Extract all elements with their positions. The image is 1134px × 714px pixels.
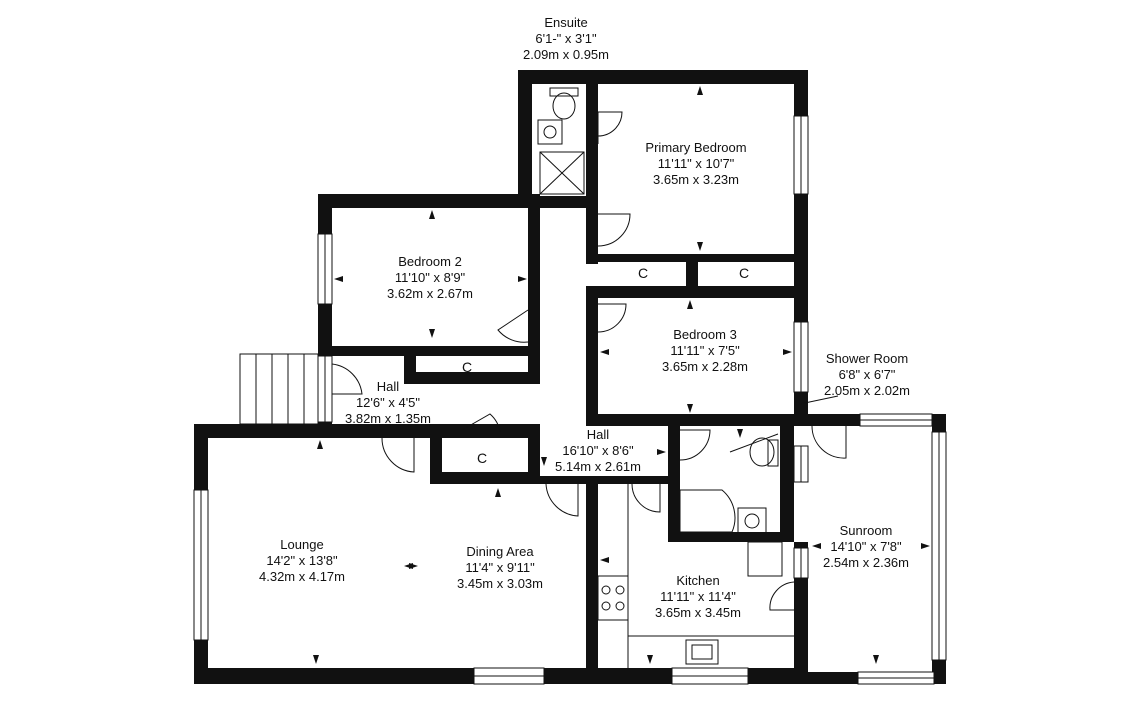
windows <box>193 115 947 685</box>
room-imperial: 14'10" x 7'8" <box>830 539 902 554</box>
room-metric: 3.45m x 3.03m <box>457 576 543 591</box>
room-label-dining-area: Dining Area 11'4" x 9'11" 3.45m x 3.03m <box>457 544 543 592</box>
room-label-hall-left: Hall 12'6" x 4'5" 3.82m x 1.35m <box>345 379 431 427</box>
room-metric: 3.82m x 1.35m <box>345 411 431 426</box>
room-name: Kitchen <box>676 573 720 588</box>
closet-label-primary-left: C <box>637 265 649 281</box>
room-name: Primary Bedroom <box>645 140 747 155</box>
room-imperial: 6'8" x 6'7" <box>838 367 896 382</box>
closet-label-bedroom-2: C <box>461 359 473 375</box>
room-imperial: 6'1-" x 3'1" <box>535 31 597 46</box>
room-metric: 2.54m x 2.36m <box>823 555 909 570</box>
room-imperial: 14'2" x 13'8" <box>266 553 338 568</box>
room-metric: 4.32m x 4.17m <box>259 569 345 584</box>
room-imperial: 11'11" x 11'4" <box>660 589 736 604</box>
room-imperial: 11'10" x 8'9" <box>394 270 466 285</box>
room-label-sunroom: Sunroom 14'10" x 7'8" 2.54m x 2.36m <box>823 523 909 571</box>
shower-room-fixtures <box>679 433 783 577</box>
room-label-bedroom-2: Bedroom 2 11'10" x 8'9" 3.62m x 2.67m <box>387 254 473 302</box>
room-label-hall-center: Hall 16'10" x 8'6" 5.14m x 2.61m <box>555 427 641 475</box>
room-label-bedroom-3: Bedroom 3 11'11" x 7'5" 3.65m x 2.28m <box>662 327 748 375</box>
room-metric: 3.65m x 3.45m <box>655 605 741 620</box>
room-name: Lounge <box>280 537 324 552</box>
room-name: Bedroom 2 <box>398 254 462 269</box>
room-name: Hall <box>376 379 400 394</box>
room-imperial: 11'11" x 10'7" <box>657 156 735 171</box>
room-label-primary-bedroom: Primary Bedroom 11'11" x 10'7" 3.65m x 3… <box>645 140 746 188</box>
room-name: Hall <box>586 427 610 442</box>
entrance-steps <box>239 353 319 425</box>
room-name: Ensuite <box>544 15 588 30</box>
room-label-shower-room: Shower Room 6'8" x 6'7" 2.05m x 2.02m <box>824 351 910 399</box>
room-metric: 3.62m x 2.67m <box>387 286 473 301</box>
room-name: Shower Room <box>825 351 909 366</box>
room-metric: 3.65m x 3.23m <box>652 172 739 187</box>
room-metric: 5.14m x 2.61m <box>555 459 641 474</box>
ensuite-fixtures <box>537 87 585 195</box>
room-imperial: 11'11" x 7'5" <box>670 343 740 358</box>
room-name: Bedroom 3 <box>673 327 737 342</box>
room-imperial: 11'4" x 9'11" <box>465 560 535 575</box>
doors <box>331 111 847 611</box>
sliding-doors <box>420 259 794 356</box>
kitchen-fixtures <box>597 484 794 668</box>
room-label-lounge: Lounge 14'2" x 13'8" 4.32m x 4.17m <box>259 537 345 585</box>
room-label-ensuite: Ensuite 6'1-" x 3'1" 2.09m x 0.95m <box>523 15 609 63</box>
room-metric: 2.05m x 2.02m <box>824 383 910 398</box>
room-name: Sunroom <box>839 523 893 538</box>
room-name: Dining Area <box>466 544 534 559</box>
closet-label-primary-right: C <box>738 265 750 281</box>
shower-room-leader <box>799 395 839 405</box>
room-metric: 3.65m x 2.28m <box>662 359 748 374</box>
room-imperial: 12'6" x 4'5" <box>355 395 421 410</box>
room-imperial: 16'10" x 8'6" <box>562 443 634 458</box>
room-label-kitchen: Kitchen 11'11" x 11'4" 3.65m x 3.45m <box>655 573 741 621</box>
room-metric: 2.09m x 0.95m <box>523 47 609 62</box>
closet-label-hall: C <box>476 450 488 466</box>
dimension-arrows <box>313 86 930 664</box>
